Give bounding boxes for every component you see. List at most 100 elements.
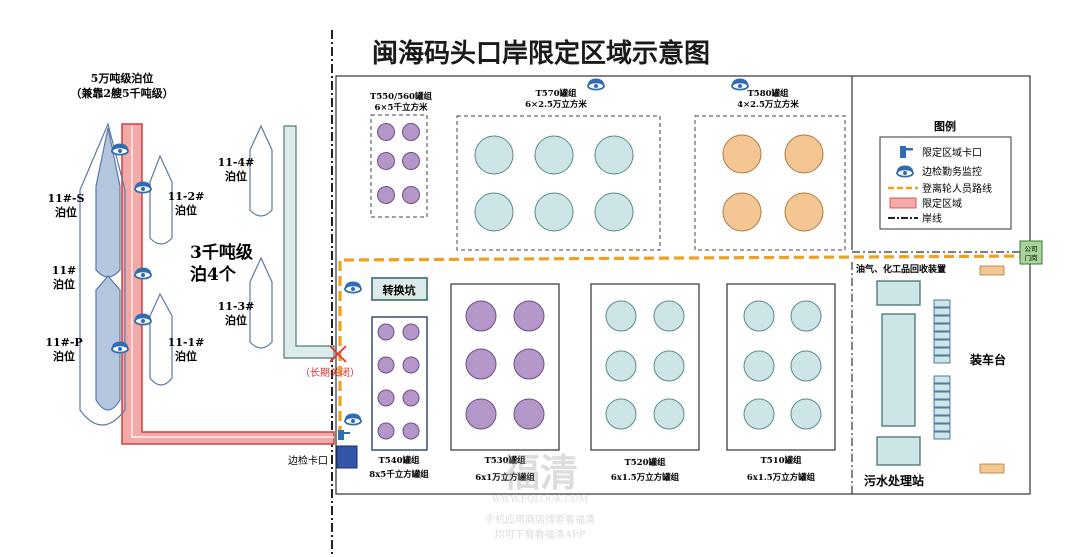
- crew-route: [338, 254, 1031, 436]
- checkpoint-icon: [336, 430, 358, 469]
- closed-crossing-icon: [329, 345, 347, 363]
- t550-capacity: 6×5千立方米: [375, 102, 428, 113]
- conversion-pit-label: 转换坑: [383, 283, 416, 297]
- page-title: 闽海码头口岸限定区域示意图: [372, 38, 710, 69]
- camera-legend-icon: [896, 164, 914, 178]
- berth-11s-sub: 泊位: [55, 205, 77, 219]
- checkpoint-legend-icon: [900, 146, 913, 158]
- restricted-zone-shoreline: [131, 126, 334, 438]
- gate-marker-lower: [979, 463, 1005, 474]
- monitor-camera-icon: [134, 266, 152, 280]
- restricted-legend-icon: [889, 197, 917, 209]
- t580-capacity: 4×2.5万立方米: [737, 99, 799, 110]
- t570-label: T570罐组: [535, 88, 577, 99]
- tank-group-t510: [726, 283, 836, 451]
- vapor-recovery-label: 油气、化工品回收装置: [856, 263, 946, 275]
- t580-tanks: [722, 134, 824, 232]
- legend-item-route: 登离轮人员路线: [922, 182, 992, 195]
- closed-label: （长期关闭）: [300, 366, 360, 379]
- tank-group-t580: [694, 115, 846, 251]
- t520-capacity: 6x1.5万立方罐组: [611, 472, 680, 483]
- tank-group-t520: [590, 283, 700, 451]
- berth-113-label: 11-3#: [218, 300, 255, 313]
- loading-bay: [933, 423, 951, 432]
- loading-bay: [933, 415, 951, 424]
- sewage-label: 污水处理站: [864, 473, 924, 488]
- t570-capacity: 6×2.5万立方米: [525, 99, 587, 110]
- vapor-recovery-unit: [876, 280, 921, 306]
- berth-111-sub: 泊位: [175, 349, 197, 363]
- loading-bay: [933, 299, 951, 308]
- small-berth-sublabel: 泊4个: [190, 264, 237, 285]
- storage-area-outline: [335, 75, 1031, 495]
- watermark-site: WWW.FQLOOK.COM: [492, 495, 588, 505]
- loading-bays: [933, 299, 951, 440]
- tank-group-t550: [370, 114, 428, 218]
- monitor-camera-icon: [344, 412, 362, 426]
- ship-11-2: [149, 154, 173, 245]
- t570-tanks: [474, 135, 634, 232]
- loading-bay: [933, 383, 951, 392]
- legend-item-shoreline: 岸线: [922, 212, 942, 225]
- t540-capacity: 8x5千立方罐组: [369, 469, 429, 480]
- checkpoint-label: 边检卡口: [288, 454, 328, 467]
- monitor-camera-icon: [134, 312, 152, 326]
- t580-label: T580罐组: [747, 88, 789, 99]
- conversion-pit: [371, 277, 428, 301]
- loading-bay: [933, 355, 951, 364]
- ship-11-p: [95, 275, 121, 411]
- berth-114-label: 11-4#: [218, 156, 255, 169]
- loading-bay: [933, 339, 951, 348]
- t550-tanks: [377, 123, 420, 204]
- sewage-unit: [876, 436, 921, 466]
- monitor-camera-icon: [587, 77, 605, 91]
- berth-11p-sub: 泊位: [53, 349, 75, 363]
- watermark: 福清 WWW.FQLOOK.COM 手机应用商店搜索看福清 均可下载看福清APP: [485, 450, 595, 541]
- monitor-camera-icon: [134, 180, 152, 194]
- restricted-zone: [121, 123, 335, 445]
- company-gate-label: 公司: [1025, 245, 1038, 253]
- t530-capacity: 6x1万立方罐组: [475, 472, 535, 483]
- t530-label: T530罐组: [484, 455, 526, 466]
- loading-bay: [933, 331, 951, 340]
- t540-tanks: [377, 323, 420, 440]
- big-berth-label: 5万吨级泊位: [91, 71, 154, 85]
- ship-11-s: [95, 127, 121, 278]
- ship-11-3: [249, 256, 273, 349]
- ship-outline-big: [79, 122, 126, 426]
- berth-11s-label: 11#-S: [47, 192, 84, 205]
- tank-group-t570: [456, 115, 661, 251]
- tank-group-t530: [450, 283, 560, 451]
- berth-11p-label: 11#-P: [45, 336, 82, 349]
- t520-label: T520罐组: [624, 457, 666, 468]
- ship-11-4: [249, 124, 273, 217]
- monitor-camera-icon: [731, 77, 749, 91]
- t550-label: T550/560罐组: [370, 91, 432, 102]
- loading-platform-label: 装车台: [969, 352, 1006, 367]
- monitor-camera-icon: [344, 280, 362, 294]
- monitor-camera-icon: [111, 340, 129, 354]
- loading-bay: [933, 323, 951, 332]
- loading-bay: [933, 399, 951, 408]
- legend-item-monitor: 边检勤务监控: [922, 165, 982, 178]
- t540-label: T540罐组: [378, 455, 420, 466]
- berth-111-label: 11-1#: [168, 336, 205, 349]
- t520-tanks: [605, 300, 685, 430]
- company-gate: [1019, 240, 1043, 265]
- loading-bay: [933, 407, 951, 416]
- t530-tanks: [465, 300, 545, 430]
- monitor-camera-icon: [111, 142, 129, 156]
- legend-item-restricted: 限定区域: [922, 197, 962, 210]
- tank-group-t540: [371, 316, 428, 451]
- company-gate-sublabel: 门岗: [1025, 253, 1038, 262]
- loading-bay: [933, 347, 951, 356]
- t510-tanks: [743, 300, 822, 430]
- watermark-line1: 手机应用商店搜索看福清: [485, 513, 595, 526]
- berth-113-sub: 泊位: [225, 313, 247, 327]
- watermark-line2: 均可下载看福清APP: [495, 528, 586, 541]
- process-building: [881, 313, 916, 427]
- berth-11-sub: 泊位: [53, 277, 75, 291]
- legend-item-checkpoint: 限定区域卡口: [922, 146, 982, 159]
- berth-114-sub: 泊位: [225, 169, 247, 183]
